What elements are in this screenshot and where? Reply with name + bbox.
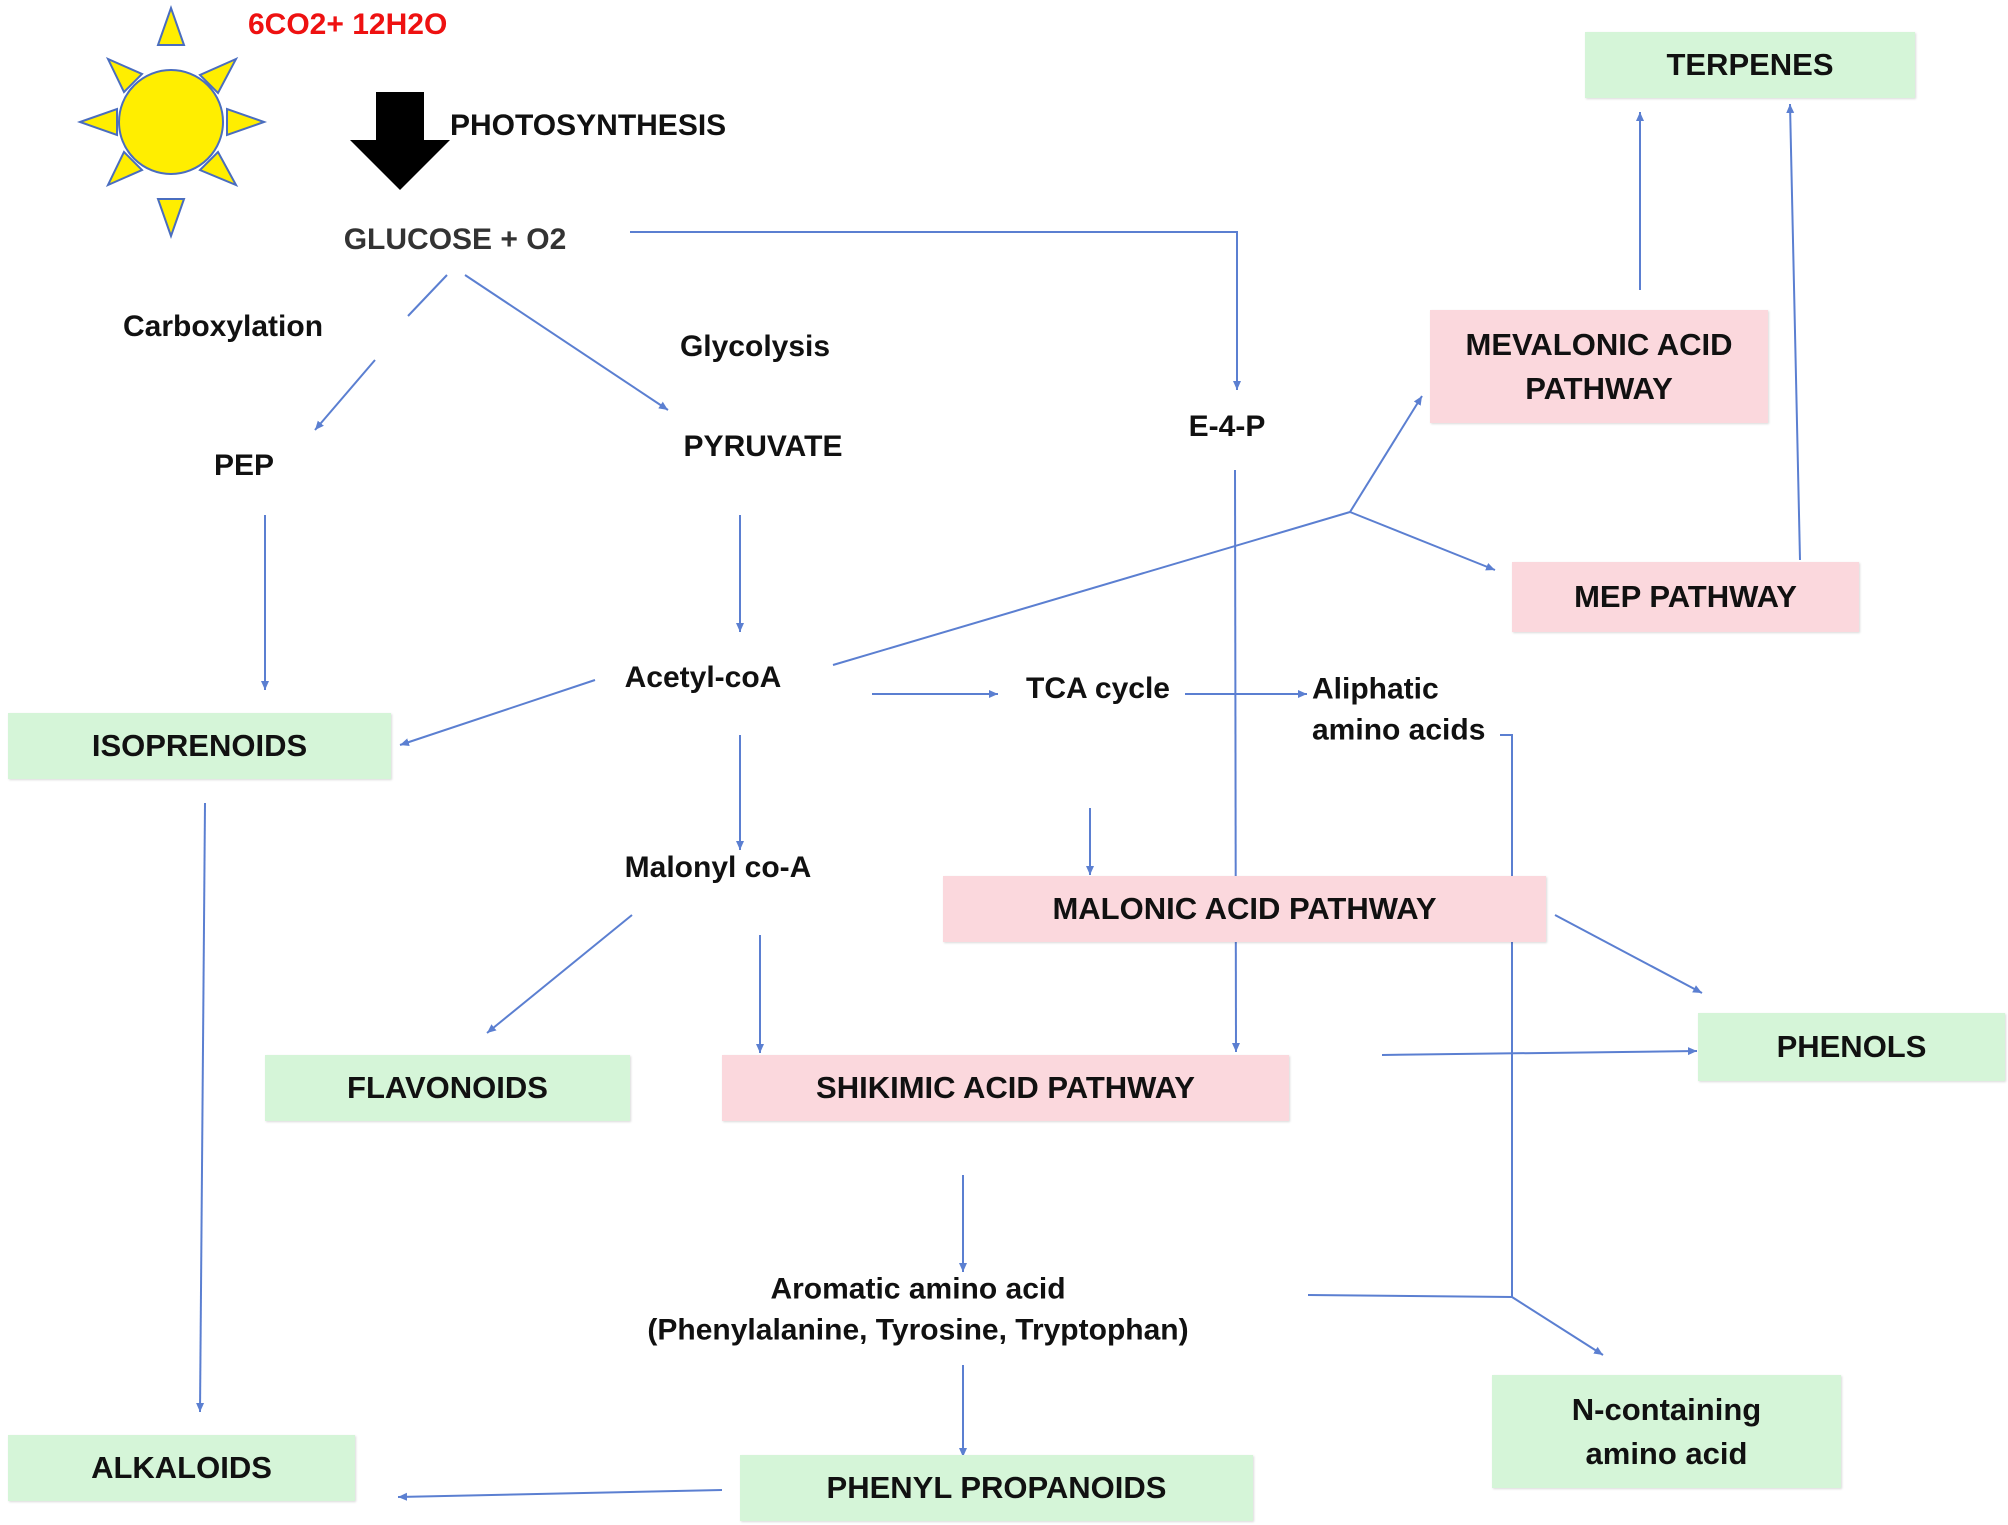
carboxylation-label: Carboxylation [122,309,324,343]
mevalonic-line-1: MEVALONIC ACID [1465,327,1733,363]
arrow-glucose-to-carboxylation [407,274,448,317]
arrow-malonic-to-phenols [1554,914,1703,994]
down-arrow-icon [350,92,450,190]
flavonoids-box: FLAVONOIDS [265,1055,630,1121]
arrow-phenylpropanoids-to-alkaloids [397,1489,723,1501]
arrow-malonyl-to-flavonoids [486,914,633,1034]
e4p-label: E-4-P [1188,409,1266,443]
arrow-shikimic-to-phenols [1381,1047,1698,1056]
phenyl-propanoids-box: PHENYL PROPANOIDS [740,1455,1253,1521]
n-containing-line-2: amino acid [1585,1435,1748,1471]
mep-pathway-box: MEP PATHWAY [1512,562,1859,632]
mevalonic-line-2: PATHWAY [1525,370,1673,406]
isoprenoids-box: ISOPRENOIDS [8,713,391,779]
acetyl-coa-label: Acetyl-coA [624,660,782,694]
pep-label: PEP [213,448,275,482]
pyruvate-label: PYRUVATE [683,429,843,463]
glucose-label: GLUCOSE + O2 [343,222,567,256]
arrow-aromatic-to-junction [1307,1294,1513,1298]
aromatic-amino-acid-label: Aromatic amino acid (Phenylalanine, Tyro… [647,1270,1188,1351]
arrow-mep-to-terpenes [1786,103,1801,561]
arrow-junction-to-ncontaining [1511,1296,1604,1356]
arrow-aliphatic-down [1500,734,1513,1297]
arrow-acetylcoa-to-isoprenoids [399,679,596,746]
arrow-e4p-to-shikimic [1231,469,1240,1053]
malonyl-coa-label: Malonyl co-A [624,850,812,884]
terpenes-box: TERPENES [1585,32,1915,98]
aromatic-line-2: (Phenylalanine, Tyrosine, Tryptophan) [647,1313,1189,1346]
glycolysis-label: Glycolysis [679,329,831,363]
arrow-junction-to-mep [1349,511,1496,571]
malonic-acid-pathway-box: MALONIC ACID PATHWAY [943,876,1546,942]
arrow-carboxylation-to-pep [314,359,376,431]
mevalonic-acid-pathway-box: MEVALONIC ACID PATHWAY [1430,310,1768,423]
aliphatic-line-2: amino acids [1312,713,1486,746]
phenols-box: PHENOLS [1698,1013,2005,1081]
aliphatic-line-1: Aliphatic [1312,672,1439,706]
arrow-glucose-to-e4p [630,231,1241,390]
n-containing-line-1: N-containing [1571,1392,1762,1428]
arrow-glucose-to-pyruvate [464,274,669,411]
photosynthesis-label: PHOTOSYNTHESIS [450,108,727,142]
arrow-isoprenoids-to-alkaloids [196,802,206,1413]
tca-cycle-label: TCA cycle [1026,671,1170,705]
shikimic-acid-pathway-box: SHIKIMIC ACID PATHWAY [722,1055,1289,1121]
arrow-junction-to-mevalonic [1349,395,1423,513]
reactants-label: 6CO2+ 12H2O [248,7,448,41]
arrow-acetylcoa-to-junction [832,511,1351,666]
alkaloids-box: ALKALOIDS [8,1435,355,1501]
aromatic-line-1: Aromatic amino acid [770,1272,1066,1306]
n-containing-amino-acid-box: N-containing amino acid [1492,1375,1841,1488]
aliphatic-amino-acids-label: Aliphatic amino acids [1312,670,1485,751]
sun-icon [76,4,268,240]
